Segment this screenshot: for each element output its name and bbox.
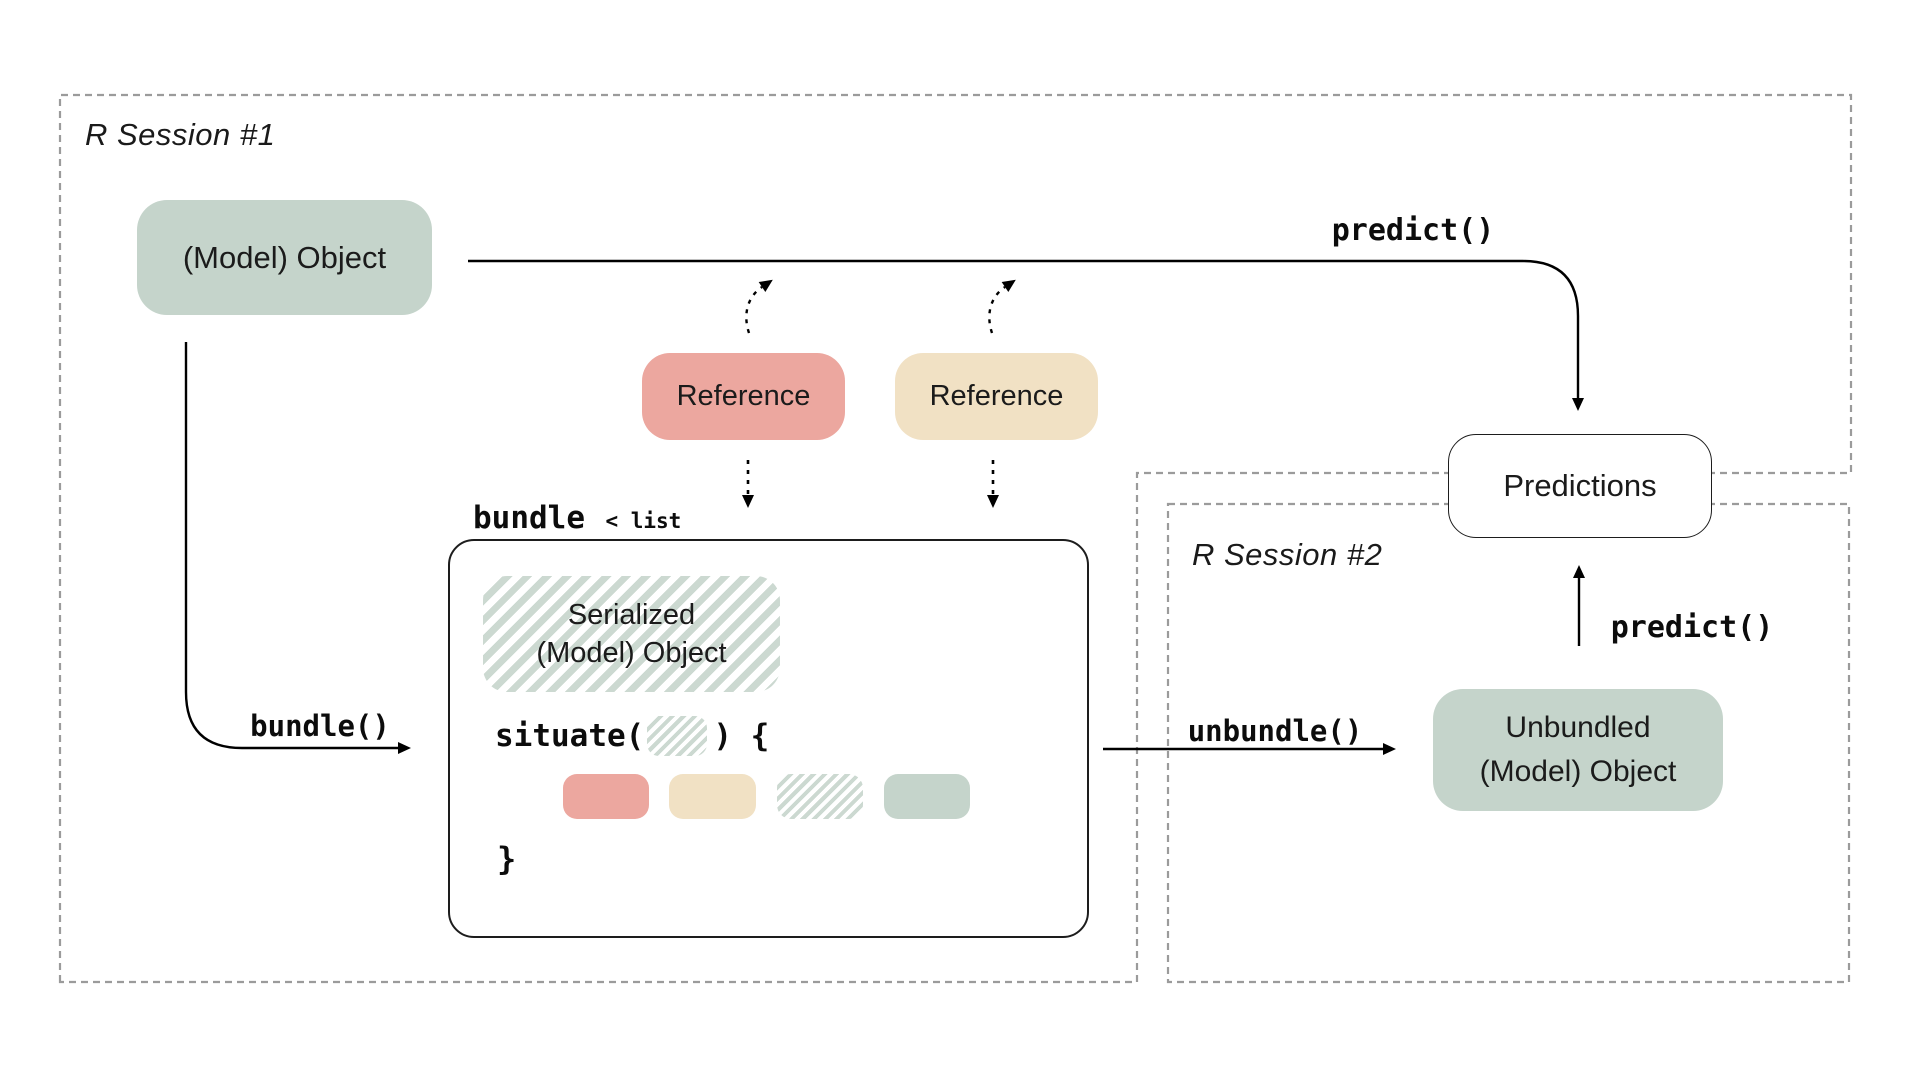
list-chip-red: [563, 774, 649, 819]
list-chip-hatched: [777, 774, 863, 819]
unbundle-arrow-label: unbundle(): [1187, 714, 1363, 748]
bundle-name-label: bundle: [473, 500, 585, 536]
predict-top-label: predict(): [1331, 213, 1495, 248]
bundle-title: bundle < list: [473, 500, 681, 536]
serialized-chip-icon: [647, 716, 708, 756]
session1-dashed-border: [58, 93, 1853, 984]
predictions-label: Predictions: [1503, 468, 1657, 503]
reference-red-label: Reference: [676, 380, 811, 412]
unbundled-label-line1: Unbundled: [1505, 711, 1651, 744]
predict-arrow-session1: [468, 259, 1584, 411]
situate-row: situate( ) {: [495, 716, 769, 756]
bundle-arrow: [184, 342, 411, 754]
session1-label: R Session #1: [85, 117, 276, 152]
list-chip-tan: [669, 774, 756, 819]
predictions-node: Predictions: [1448, 434, 1712, 538]
serialized-model-object-node: Serialized (Model) Object: [483, 576, 780, 692]
situate-open-label: situate(: [495, 718, 645, 754]
bundle-type-label: < list: [605, 509, 682, 533]
model-object-node: (Model) Object: [137, 200, 432, 315]
predict-session2-label: predict(): [1610, 610, 1774, 645]
unbundled-model-object-node: Unbundled (Model) Object: [1433, 689, 1723, 811]
reference-red-node: Reference: [642, 353, 845, 440]
unbundled-label-line2: (Model) Object: [1479, 755, 1677, 788]
reference-tan-node: Reference: [895, 353, 1098, 440]
serialized-label-line2: (Model) Object: [536, 637, 727, 669]
session2-label: R Session #2: [1192, 537, 1383, 572]
reference-red-up-arrow: [745, 279, 773, 334]
brace-close-label: }: [497, 840, 517, 878]
serialized-label-line1: Serialized: [567, 599, 696, 631]
situate-close-label: ) {: [713, 718, 770, 754]
reference-tan-label: Reference: [929, 380, 1064, 412]
model-object-label: (Model) Object: [182, 239, 387, 275]
reference-tan-up-arrow: [988, 279, 1016, 334]
list-chip-sage: [884, 774, 970, 819]
bundle-arrow-label: bundle(): [250, 709, 390, 743]
